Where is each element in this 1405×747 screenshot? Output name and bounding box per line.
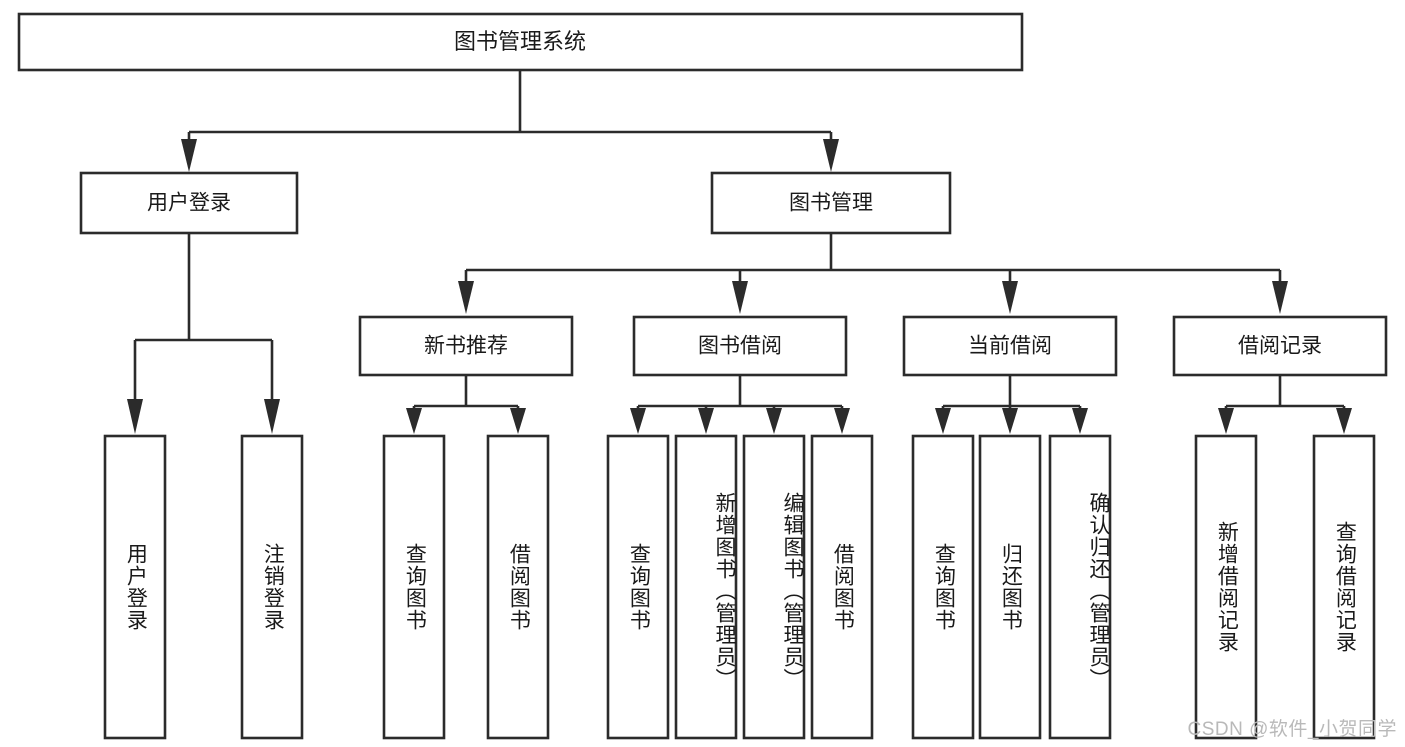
node-root-box[interactable] bbox=[17, 12, 1024, 72]
node-root-label: 图书管理系统 bbox=[454, 29, 586, 54]
node-book-manage[interactable]: 图书管理 bbox=[710, 171, 952, 235]
arrow-to-new-book bbox=[458, 281, 474, 314]
arrow-to-current-borrow bbox=[1002, 281, 1018, 314]
arrow-to-leaf-newbook-1 bbox=[510, 408, 526, 434]
connector-layer bbox=[127, 70, 1352, 434]
arrow-to-leaf-bookborrow-0 bbox=[630, 408, 646, 434]
arrow-to-leaf-currentborrow-0 bbox=[935, 408, 951, 434]
node-borrow-record[interactable]: 借阅记录 bbox=[1172, 315, 1388, 377]
node-book-manage-label: 图书管理 bbox=[789, 192, 873, 215]
arrow-to-book-manage bbox=[823, 139, 839, 172]
leaf-box-bookborrow-0[interactable] bbox=[606, 434, 670, 740]
arrow-to-leaf-currentborrow-2 bbox=[1072, 408, 1088, 434]
leaf-box-bookborrow-1[interactable] bbox=[674, 434, 738, 740]
leaf-box-user-login-0[interactable] bbox=[103, 434, 167, 740]
node-current-borrow-label: 当前借阅 bbox=[968, 335, 1052, 358]
arrow-to-leaf-bookborrow-1 bbox=[698, 408, 714, 434]
node-user-login[interactable]: 用户登录 bbox=[79, 171, 299, 235]
node-book-borrow-label: 图书借阅 bbox=[698, 335, 782, 358]
leaf-box-currentborrow-2[interactable] bbox=[1048, 434, 1112, 740]
arrow-to-book-borrow bbox=[732, 281, 748, 314]
arrow-to-borrow-record bbox=[1272, 281, 1288, 314]
arrow-to-leaf-borrowrecord-0 bbox=[1218, 408, 1234, 434]
csdn-watermark: CSDN @软件_小贺同学 bbox=[1187, 719, 1397, 740]
arrow-to-leaf-bookborrow-2 bbox=[766, 408, 782, 434]
leaf-box-newbook-1[interactable] bbox=[486, 434, 550, 740]
node-new-book-recommend-label: 新书推荐 bbox=[424, 335, 508, 358]
node-current-borrow-box[interactable] bbox=[902, 315, 1118, 377]
leaf-box-newbook-0[interactable] bbox=[382, 434, 446, 740]
node-user-login-box[interactable] bbox=[79, 171, 299, 235]
leaf-box-currentborrow-0[interactable] bbox=[911, 434, 975, 740]
node-new-book-recommend[interactable]: 新书推荐 bbox=[358, 315, 574, 377]
node-book-borrow-box[interactable] bbox=[632, 315, 848, 377]
leaf-box-currentborrow-1[interactable] bbox=[978, 434, 1042, 740]
node-user-login-label: 用户登录 bbox=[147, 192, 231, 215]
node-book-manage-box[interactable] bbox=[710, 171, 952, 235]
leaf-box-borrowrecord-0[interactable] bbox=[1194, 434, 1258, 740]
leaf-box-bookborrow-3[interactable] bbox=[810, 434, 874, 740]
arrow-to-leaf-bookborrow-3 bbox=[834, 408, 850, 434]
node-current-borrow[interactable]: 当前借阅 bbox=[902, 315, 1118, 377]
node-borrow-record-label: 借阅记录 bbox=[1238, 335, 1322, 358]
node-book-borrow[interactable]: 图书借阅 bbox=[632, 315, 848, 377]
arrow-to-leaf-currentborrow-1 bbox=[1002, 408, 1018, 434]
node-root[interactable]: 图书管理系统 bbox=[17, 12, 1024, 72]
leaf-box-bookborrow-2[interactable] bbox=[742, 434, 806, 740]
arrow-to-leaf-user-login-0 bbox=[127, 399, 143, 434]
leaf-box-borrowrecord-1[interactable] bbox=[1312, 434, 1376, 740]
arrow-to-leaf-borrowrecord-1 bbox=[1336, 408, 1352, 434]
node-new-book-recommend-box[interactable] bbox=[358, 315, 574, 377]
leaf-box-user-login-1[interactable] bbox=[240, 434, 304, 740]
arrow-to-user-login bbox=[181, 139, 197, 172]
arrow-to-leaf-user-login-1 bbox=[264, 399, 280, 434]
node-borrow-record-box[interactable] bbox=[1172, 315, 1388, 377]
arrow-to-leaf-newbook-0 bbox=[406, 408, 422, 434]
